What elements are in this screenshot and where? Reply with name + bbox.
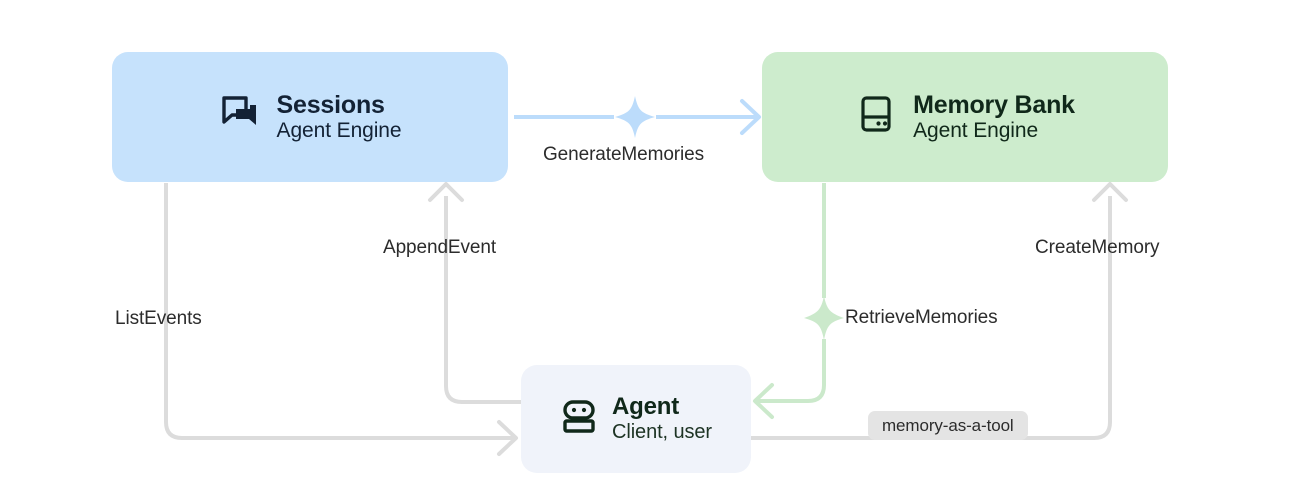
- arrowhead-list-events: [497, 420, 518, 456]
- node-agent-subtitle: Client, user: [612, 421, 712, 444]
- node-sessions[interactable]: Sessions Agent Engine: [112, 52, 508, 182]
- edge-generate-memories: [514, 96, 761, 138]
- arrowhead-create-memory: [1092, 182, 1128, 202]
- node-agent[interactable]: Agent Client, user: [521, 365, 751, 473]
- edge-label-retrieve-memories: RetrieveMemories: [845, 307, 998, 328]
- node-agent-title: Agent: [612, 393, 680, 421]
- sparkle-icon-retrieve-memories: [804, 296, 844, 340]
- edge-list-events: [164, 183, 518, 456]
- node-memory-bank-title: Memory Bank: [913, 91, 1075, 120]
- node-memory-bank-text: Memory Bank Agent Engine: [913, 91, 1075, 143]
- edge-label-create-memory: CreateMemory: [1035, 237, 1160, 258]
- node-memory-bank[interactable]: Memory Bank Agent Engine: [762, 52, 1168, 182]
- chip-memory-as-a-tool: memory-as-a-tool: [868, 411, 1028, 440]
- arrowhead-generate-memories: [740, 99, 761, 135]
- edge-label-generate-memories: GenerateMemories: [543, 144, 705, 165]
- robot-icon: [560, 397, 598, 440]
- sparkle-icon-generate-memories: [615, 96, 655, 138]
- edge-retrieve-memories: [753, 183, 844, 419]
- node-agent-text: Agent Client, user: [612, 393, 712, 444]
- node-sessions-text: Sessions Agent Engine: [277, 91, 402, 143]
- arrowhead-append-event: [428, 182, 464, 202]
- node-memory-bank-subtitle: Agent Engine: [913, 119, 1039, 143]
- edge-create-memory: [751, 182, 1128, 440]
- edge-label-append-event: AppendEvent: [383, 237, 496, 258]
- edge-append-event: [428, 182, 521, 404]
- storage-drive-icon: [855, 93, 897, 140]
- chat-bubbles-icon: [219, 93, 261, 140]
- node-sessions-subtitle: Agent Engine: [276, 119, 402, 143]
- arrowhead-retrieve-memories: [753, 383, 774, 419]
- node-sessions-title: Sessions: [276, 91, 385, 120]
- edge-label-list-events: ListEvents: [115, 308, 202, 329]
